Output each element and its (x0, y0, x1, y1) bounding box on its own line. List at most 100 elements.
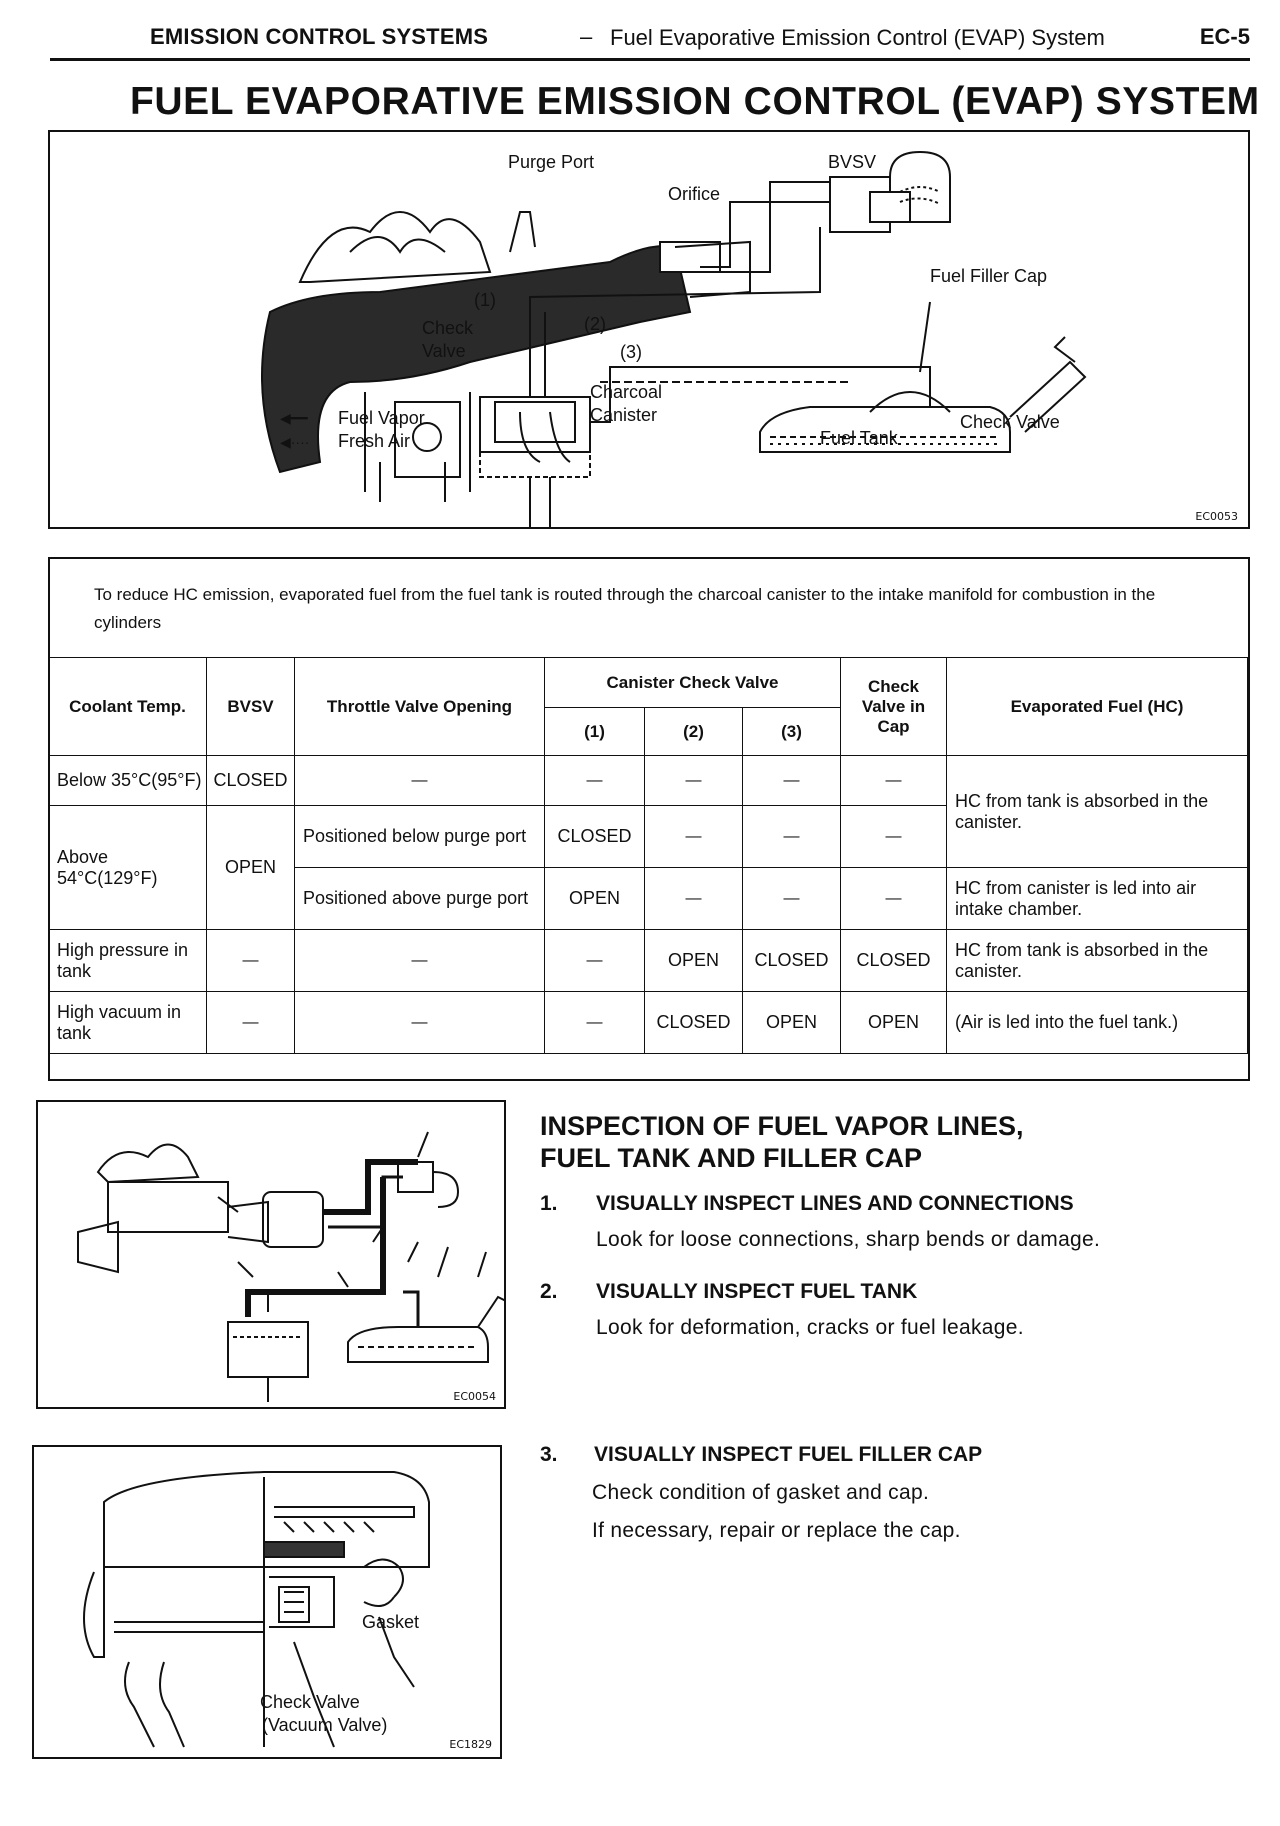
cell-throttle: — (294, 929, 545, 992)
figure-code: EC0054 (453, 1390, 496, 1403)
legend-fresh-air-symbol: ◀···· (280, 434, 310, 450)
header-c3: (3) (742, 707, 841, 756)
cell-c3: CLOSED (742, 929, 841, 992)
table-subheader-row: (1) (2) (3) (49, 707, 1248, 756)
header-c1: (1) (544, 707, 645, 756)
cell-bvsv: CLOSED (206, 755, 295, 806)
cell-c2: — (644, 867, 743, 930)
cell-c2: — (644, 755, 743, 806)
header-subsection: Fuel Evaporative Emission Control (EVAP)… (610, 25, 1105, 50)
table-intro: To reduce HC emission, evaporated fuel f… (94, 585, 1156, 632)
header-cap-line-1: Check (867, 676, 920, 696)
cell-c1: CLOSED (544, 805, 645, 868)
label-charcoal-2: Canister (590, 405, 658, 425)
cell-bvsv: — (206, 991, 295, 1054)
cell-c3: — (742, 805, 841, 868)
evap-system-drawing (261, 150, 1087, 527)
page-title: FUEL EVAPORATIVE EMISSION CONTROL (EVAP)… (130, 80, 1260, 123)
cell-cap: — (840, 867, 947, 930)
cell-coolant: Below 35°C(95°F) (48, 755, 207, 806)
cell-throttle: Positioned above purge port (294, 867, 545, 930)
inspection-step: 1. VISUALLY INSPECT LINES AND CONNECTION… (540, 1192, 1240, 1272)
filler-cap-drawing (83, 1471, 430, 1748)
label-fuel-filler-cap: Fuel Filler Cap (930, 266, 1048, 286)
label-check-valve-2: (Vacuum Valve) (262, 1715, 388, 1735)
header-coolant: Coolant Temp. (48, 657, 207, 756)
evap-operation-panel: To reduce HC emission, evaporated fuel f… (48, 557, 1250, 1081)
inspection-lines-diagram: EC0054 (36, 1100, 506, 1409)
evap-system-diagram: Purge Port Orifice BVSV Fuel Filler Cap … (48, 130, 1250, 529)
cell-coolant: High vacuum in tank (48, 991, 207, 1054)
header-cap-line-3: Cap (877, 716, 910, 736)
header-cap-line-2: Valve in (861, 696, 926, 716)
table-row: Above 54°C(129°F) OPEN Positioned below … (48, 805, 1248, 930)
step-number: 2. (540, 1280, 558, 1303)
filler-cap-diagram: Gasket Check Valve (Vacuum Valve) EC1829 (32, 1445, 502, 1759)
cell-coolant: Above 54°C(129°F) (48, 805, 207, 930)
cell-c2: CLOSED (644, 991, 743, 1054)
label-orifice: Orifice (668, 184, 721, 204)
cell-bvsv: OPEN (206, 805, 295, 930)
label-bvsv: BVSV (828, 152, 877, 172)
legend-fuel-vapor-symbol: ◀━━ (280, 410, 308, 426)
table-row: High pressure in tank — — — OPEN CLOSED … (48, 929, 1248, 992)
legend-fuel-vapor-label: Fuel Vapor (338, 408, 425, 428)
step-text: Look for deformation, cracks or fuel lea… (596, 1316, 1024, 1339)
cell-c1: OPEN (544, 867, 645, 930)
inspection-lines-drawing (77, 1131, 504, 1402)
figure-code: EC1829 (449, 1738, 492, 1751)
header-throttle: Throttle Valve Opening (294, 657, 545, 756)
inspection-step: 2. VISUALLY INSPECT FUEL TANK Look for d… (540, 1280, 1240, 1360)
table-header-row: Coolant Temp. BVSV Throttle Valve Openin… (48, 657, 1248, 756)
table-row: Below 35°C(95°F) CLOSED — — — — — HC fro… (48, 755, 1248, 868)
label-charcoal-1: Charcoal (590, 382, 663, 402)
step-text: Look for loose connections, sharp bends … (596, 1228, 1101, 1251)
label-check-valve-2: Valve (422, 341, 466, 361)
step-text: Check condition of gasket and cap. (592, 1481, 930, 1504)
page-number: EC-5 (1199, 24, 1250, 49)
header-cap: Check Valve in Cap (840, 657, 947, 756)
figure-code: EC0053 (1195, 510, 1238, 523)
cell-cap: OPEN (840, 991, 947, 1054)
cell-c1: — (544, 991, 645, 1054)
legend-fresh-air-label: Fresh Air (338, 431, 411, 451)
cell-cap: — (840, 755, 947, 806)
cell-c3: OPEN (742, 991, 841, 1054)
header-canister: Canister Check Valve (544, 657, 841, 708)
cell-c2: — (644, 805, 743, 868)
step-title: VISUALLY INSPECT FUEL TANK (596, 1280, 918, 1303)
inspection-heading-line-2: FUEL TANK AND FILLER CAP (540, 1143, 922, 1173)
label-gasket: Gasket (362, 1612, 420, 1632)
cell-cap: CLOSED (840, 929, 947, 992)
inspection-heading-line-1: INSPECTION OF FUEL VAPOR LINES, (540, 1111, 1024, 1141)
cell-throttle: Positioned below purge port (294, 805, 545, 868)
cell-c1: — (544, 929, 645, 992)
cell-hc: HC from tank is absorbed in the canister… (946, 929, 1248, 992)
header-section: EMISSION CONTROL SYSTEMS (150, 24, 489, 49)
step-text: If necessary, repair or replace the cap. (592, 1519, 961, 1542)
label-check-valve-1: Check Valve (260, 1692, 360, 1712)
cell-hc: HC from canister is led into air intake … (946, 867, 1248, 930)
table-row: High vacuum in tank — — — CLOSED OPEN OP… (48, 991, 1248, 1054)
header-bvsv: BVSV (206, 657, 295, 756)
evap-operation-table: Coolant Temp. BVSV Throttle Valve Openin… (48, 657, 1248, 1054)
label-check-valve: Check Valve (960, 412, 1060, 432)
cell-c3: — (742, 755, 841, 806)
label-n1: (1) (474, 290, 496, 310)
step-number: 1. (540, 1192, 558, 1215)
cell-c2: OPEN (644, 929, 743, 992)
step-number: 3. (540, 1443, 558, 1466)
inspection-heading: INSPECTION OF FUEL VAPOR LINES, FUEL TAN… (540, 1110, 1024, 1174)
cell-hc: (Air is led into the fuel tank.) (946, 991, 1248, 1054)
cell-throttle: — (294, 755, 545, 806)
cell-hc: HC from tank is absorbed in the canister… (946, 755, 1248, 868)
header-c2: (2) (644, 707, 743, 756)
step-title: VISUALLY INSPECT FUEL FILLER CAP (594, 1443, 983, 1466)
cell-c3: — (742, 867, 841, 930)
inspection-step: 3. VISUALLY INSPECT FUEL FILLER CAP Chec… (540, 1443, 1240, 1563)
cell-cap: — (840, 805, 947, 868)
label-purge-port: Purge Port (508, 152, 595, 172)
cell-throttle: — (294, 991, 545, 1054)
step-title: VISUALLY INSPECT LINES AND CONNECTIONS (596, 1192, 1074, 1215)
header-hc: Evaporated Fuel (HC) (946, 657, 1248, 756)
